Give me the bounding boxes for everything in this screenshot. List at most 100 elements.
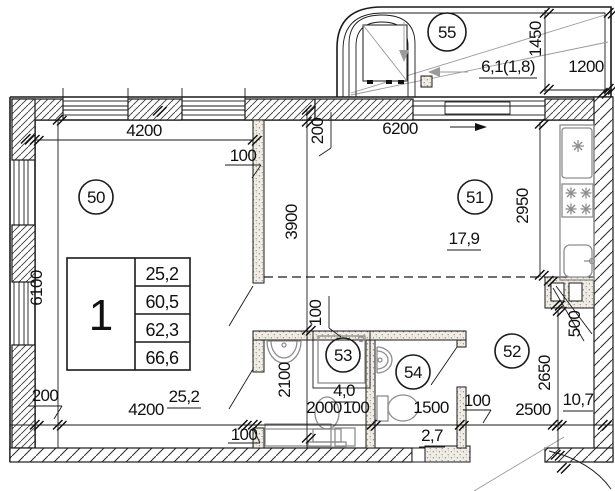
room-53-number: 53 bbox=[334, 346, 352, 365]
outer-walls bbox=[9, 88, 614, 463]
pier bbox=[314, 98, 414, 121]
bathroom-left-wall bbox=[252, 339, 265, 373]
room-55-area: 6,1(1,8) bbox=[481, 57, 535, 76]
wall-cap bbox=[456, 339, 467, 348]
fixtures bbox=[264, 124, 596, 448]
dimension-lines bbox=[10, 87, 613, 448]
dim-2100: 2100 bbox=[275, 362, 294, 398]
balcony-inner-wall bbox=[342, 12, 606, 97]
dim-2950: 2950 bbox=[513, 188, 532, 224]
washbasin bbox=[376, 346, 393, 374]
bottom-wall-partition bbox=[424, 445, 471, 463]
room-50-number-circle bbox=[78, 179, 114, 215]
dim-100-a: 100 bbox=[343, 398, 370, 417]
dim-6100: 6100 bbox=[27, 270, 46, 306]
dim-100-top: 100 bbox=[230, 146, 257, 165]
room-53-area: 4,0 bbox=[333, 381, 355, 400]
burner-icon bbox=[579, 202, 593, 216]
entrance-leader-line bbox=[473, 436, 565, 491]
dim-balcony-1200: 1200 bbox=[568, 57, 604, 76]
dimension-texts: 4200 100 200 3900 6200 2950 6100 200 420… bbox=[27, 118, 584, 444]
unit-table-value: 66,6 bbox=[145, 348, 179, 368]
dim-2650: 2650 bbox=[535, 355, 554, 391]
balcony-window-door bbox=[412, 100, 546, 116]
room-51-number: 51 bbox=[466, 188, 484, 207]
pier bbox=[544, 98, 602, 121]
pier bbox=[11, 98, 36, 161]
room-52-number: 52 bbox=[503, 342, 521, 361]
wc-right-wall bbox=[456, 386, 467, 449]
room-52-area: 10,7 bbox=[563, 390, 594, 409]
balcony-leader-line-2 bbox=[350, 41, 609, 96]
dim-2500: 2500 bbox=[515, 400, 551, 419]
balcony: 55 6,1(1,8) 1450 1200 bbox=[336, 6, 615, 97]
dim-4200-top: 4200 bbox=[126, 121, 162, 140]
stove-icon bbox=[561, 183, 594, 218]
window bbox=[13, 159, 29, 226]
dim-6200: 6200 bbox=[382, 119, 418, 138]
room-54-number: 54 bbox=[404, 363, 422, 382]
bottom-wall-gap bbox=[411, 447, 426, 463]
room-51-number-circle bbox=[457, 179, 493, 215]
bathroom-door-swing bbox=[228, 368, 254, 410]
partition-wall bbox=[252, 119, 265, 284]
dim-1500: 1500 bbox=[413, 398, 449, 417]
dim-200-bottom-left: 200 bbox=[32, 386, 59, 405]
area-labels: 25,2 17,9 10,7 4,0 2,7 bbox=[167, 229, 594, 448]
window bbox=[13, 281, 29, 346]
dim-2000: 2000 bbox=[306, 398, 342, 417]
room-54-number-circle bbox=[395, 354, 431, 390]
window bbox=[181, 100, 246, 116]
burner-icon bbox=[579, 186, 593, 200]
room-54-area: 2,7 bbox=[421, 426, 443, 445]
door-unit-foot bbox=[367, 80, 373, 84]
door-unit-foot bbox=[386, 80, 392, 84]
room-circles: 50 51 52 53 54 bbox=[78, 179, 530, 390]
unit-number: 1 bbox=[89, 291, 113, 340]
room-53-number-circle bbox=[325, 337, 361, 373]
room-50-number: 50 bbox=[87, 188, 105, 207]
room-55-number-circle bbox=[427, 12, 467, 52]
doors bbox=[228, 285, 612, 491]
dim-500: 500 bbox=[565, 311, 584, 338]
pier bbox=[244, 98, 316, 121]
interior-door-swing bbox=[228, 285, 254, 327]
dim-3900: 3900 bbox=[282, 204, 301, 240]
toilet bbox=[376, 394, 419, 422]
bathroom-left-wall-lower bbox=[252, 427, 265, 449]
washing-machine bbox=[264, 423, 356, 447]
bottom-wall bbox=[9, 447, 413, 463]
dim-4200-bottom: 4200 bbox=[128, 400, 164, 419]
room-51-area: 17,9 bbox=[449, 229, 480, 248]
unit-info-table: 1 25,2 60,5 62,3 66,6 bbox=[66, 257, 191, 371]
shower-tray bbox=[312, 330, 371, 389]
dim-100-mid: 100 bbox=[306, 300, 325, 327]
balcony-door-diagonal bbox=[362, 24, 408, 82]
bath-wc-divider-wall bbox=[365, 339, 376, 449]
burner-icon bbox=[564, 186, 578, 200]
room-50-area: 25,2 bbox=[169, 387, 200, 406]
burner-icon bbox=[572, 140, 584, 152]
unit-table-value: 60,5 bbox=[145, 292, 179, 312]
right-arrow-icon bbox=[450, 123, 487, 131]
unit-table-value: 25,2 bbox=[145, 264, 179, 284]
room-55-number: 55 bbox=[438, 23, 456, 42]
right-wall bbox=[593, 96, 614, 463]
balcony-outer-wall bbox=[336, 6, 612, 97]
room-52-number-circle bbox=[494, 333, 530, 369]
left-arrow-icon bbox=[428, 67, 468, 77]
kitchen-sink bbox=[563, 244, 596, 278]
window bbox=[62, 100, 129, 116]
balcony-glazing-arc-outer bbox=[348, 14, 416, 97]
dim-100-bottom: 100 bbox=[231, 425, 258, 444]
down-arrow-icon bbox=[399, 22, 409, 62]
pier bbox=[127, 98, 183, 121]
dim-balcony-1450: 1450 bbox=[526, 21, 545, 57]
washbasin bbox=[266, 340, 302, 364]
door-unit-foot bbox=[398, 80, 404, 84]
burner-icon bbox=[564, 202, 578, 216]
unit-table-value: 62,3 bbox=[145, 320, 179, 340]
kitchen-counter bbox=[559, 124, 596, 281]
